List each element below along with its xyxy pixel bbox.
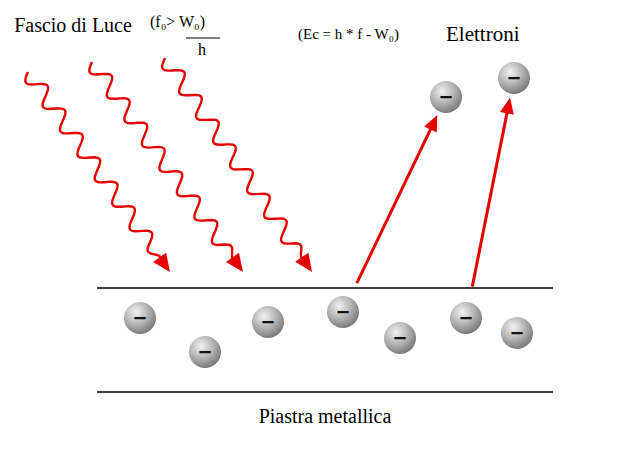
text-label: (Ec = h * f - W₀) xyxy=(298,26,399,43)
light-ray xyxy=(25,72,161,257)
electron: − xyxy=(501,317,533,349)
emission-arrow xyxy=(472,98,514,287)
charge-sign: − xyxy=(506,69,521,87)
electron: − xyxy=(189,336,221,368)
emission-arrow xyxy=(357,115,438,283)
electron: − xyxy=(450,302,482,334)
charge-sign: − xyxy=(458,309,473,327)
text-label: Fascio di Luce xyxy=(14,8,132,43)
arrow-shaft xyxy=(472,111,507,286)
plate-bottom-line xyxy=(97,391,553,393)
text-label: h xyxy=(198,41,206,59)
electron: − xyxy=(327,296,359,328)
charge-sign: − xyxy=(509,324,524,342)
electron: − xyxy=(124,302,156,334)
charge-sign: − xyxy=(260,313,275,331)
charge-sign: − xyxy=(197,343,212,361)
light-ray xyxy=(89,62,233,259)
charge-sign: − xyxy=(335,303,350,321)
fraction-bar xyxy=(186,37,220,38)
light-ray-head xyxy=(153,253,170,272)
electron: − xyxy=(430,81,462,113)
charge-sign: − xyxy=(392,329,407,347)
light-ray xyxy=(162,58,301,258)
arrow-head xyxy=(500,98,514,115)
light-ray-head xyxy=(226,253,243,272)
electron: − xyxy=(498,62,530,94)
electron: − xyxy=(384,322,416,354)
electron: − xyxy=(252,306,284,338)
charge-sign: − xyxy=(438,88,453,106)
light-ray-head xyxy=(295,253,312,272)
charge-sign: − xyxy=(132,309,147,327)
arrow-shaft xyxy=(357,128,431,283)
arrow-head xyxy=(424,115,437,132)
plate-top-line xyxy=(97,287,553,289)
text-label: Piastra metallica xyxy=(259,405,392,427)
text-label: (f₀> W₀) xyxy=(150,13,205,31)
text-label: Elettroni xyxy=(446,23,519,46)
